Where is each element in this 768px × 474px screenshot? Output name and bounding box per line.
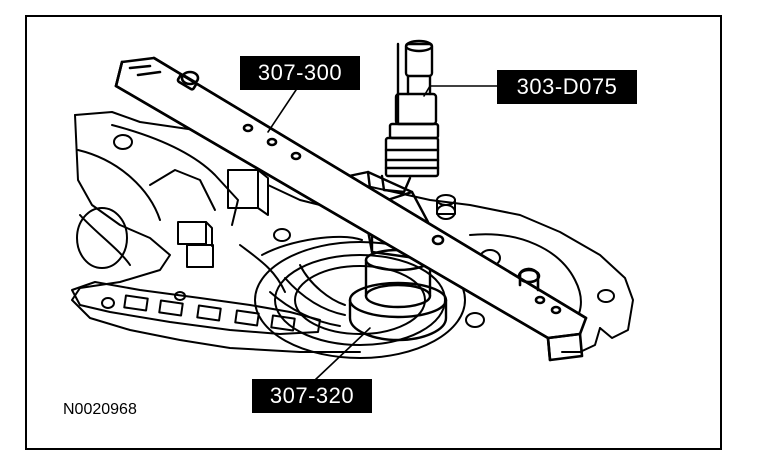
dial-indicator <box>380 39 440 194</box>
figure-id-label: N0020968 <box>63 401 137 418</box>
valve-body-plate <box>71 281 321 335</box>
transmission-case <box>71 111 634 353</box>
callout-label-303-d075: 303-D075 <box>497 70 637 104</box>
callout-label-307-300: 307-300 <box>240 56 360 90</box>
case-right-flange <box>436 194 615 336</box>
callout-label-307-320: 307-320 <box>252 379 372 413</box>
straight-edge-bar <box>114 56 588 362</box>
leader-lines <box>267 85 498 381</box>
